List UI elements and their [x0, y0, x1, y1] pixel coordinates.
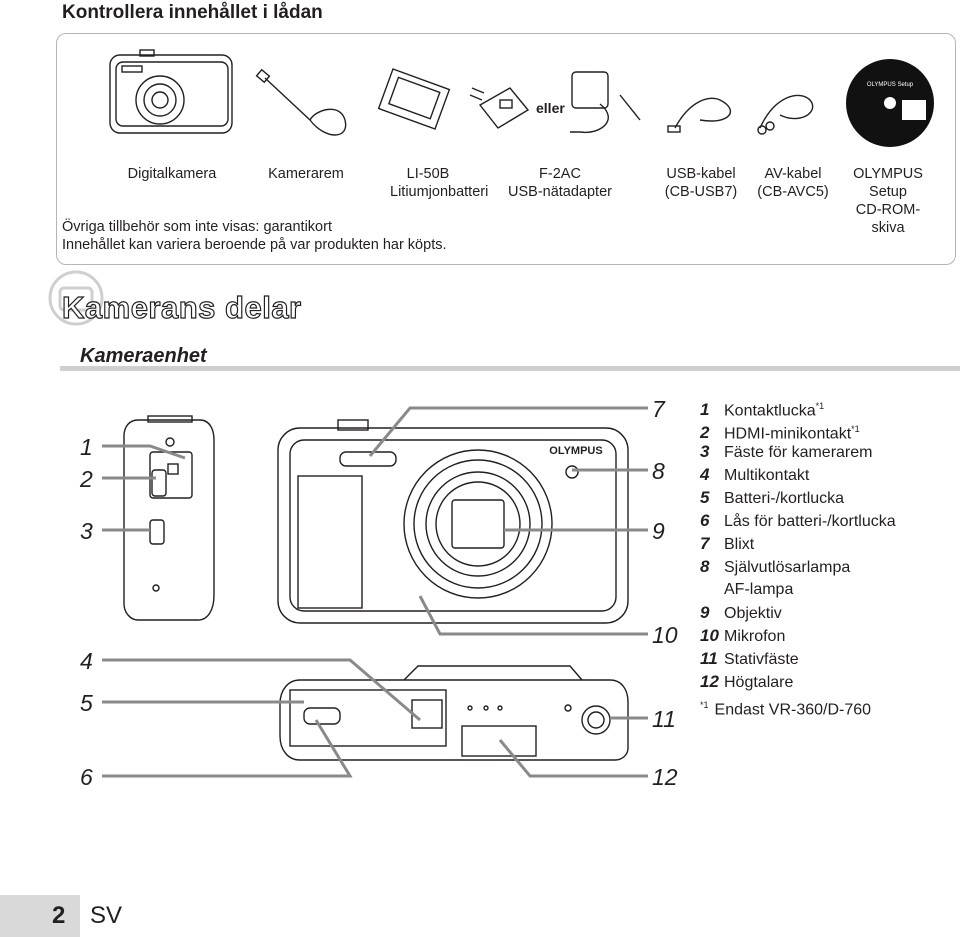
callout-9: 9: [652, 518, 665, 544]
camera-icon: [109, 49, 233, 134]
camera-bottom-view: [279, 665, 629, 761]
cd-rom-icon: [846, 59, 934, 147]
callout-6: 6: [80, 764, 93, 790]
battery-icon: [377, 68, 451, 130]
item-label-usb-cable: USB-kabel(CB-USB7): [664, 166, 738, 200]
strap-icon: [255, 68, 347, 136]
item-label-camera: Digitalkamera: [127, 166, 217, 182]
section-title: Kamerans delar: [61, 289, 302, 325]
item-label-av-cable: AV-kabel(CB-AVC5): [757, 166, 829, 200]
camera-parts-diagram: OLYMPUS: [102, 406, 648, 778]
callout-5: 5: [80, 690, 93, 716]
camera-front-view: [277, 419, 629, 624]
callout-2: 2: [80, 466, 93, 492]
callout-3: 3: [80, 518, 93, 544]
note-not-shown: Övriga tillbehör som inte visas: garanti…: [62, 219, 332, 235]
callout-1: 1: [80, 434, 93, 460]
page-title: Kontrollera innehållet i lådan: [62, 2, 323, 23]
camera-brand-logo: OLYMPUS: [549, 445, 602, 457]
usb-cable-icon: [667, 97, 732, 133]
camera-side-view: [123, 415, 215, 621]
callout-4: 4: [80, 648, 93, 674]
callout-11: 11: [652, 706, 676, 732]
callout-12: 12: [652, 764, 678, 790]
callout-7: 7: [652, 396, 665, 422]
part-8b: AF-lampa: [724, 581, 794, 598]
language-code: SV: [90, 902, 123, 929]
callout-10: 10: [652, 622, 678, 648]
usb-adapter-icon: [469, 71, 641, 134]
subsection-rule: [60, 366, 960, 371]
accessory-illustrations: OLYMPUS Setup: [109, 49, 934, 147]
subsection-title: Kameraenhet: [80, 345, 207, 367]
item-label-strap: Kamerarem: [268, 166, 344, 182]
callout-8: 8: [652, 458, 665, 484]
page-number: 2: [52, 902, 66, 929]
callout-leaders: [102, 406, 648, 778]
section-badge-icon: [48, 270, 104, 326]
cd-label: OLYMPUS Setup: [867, 82, 914, 88]
note-may-vary: Innehållet kan variera beroende på var p…: [62, 237, 447, 253]
or-label: eller: [536, 100, 565, 116]
page-tab: [0, 895, 80, 937]
box-contents-panel: [56, 33, 956, 265]
av-cable-icon: [757, 94, 814, 135]
